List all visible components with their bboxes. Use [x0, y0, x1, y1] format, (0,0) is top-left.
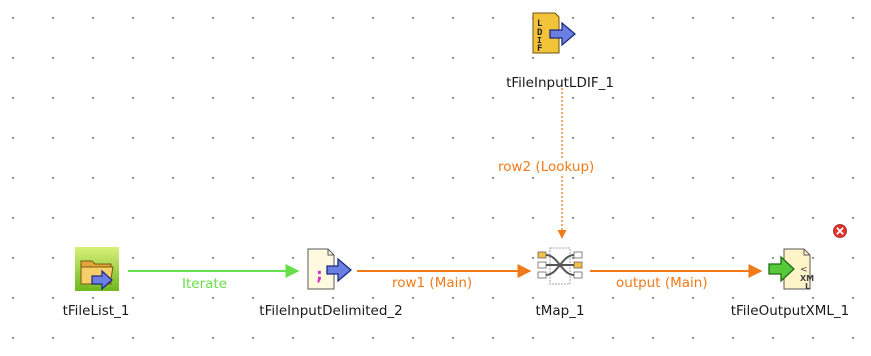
tfileoutputxml-label: tFileOutputXML_1 [730, 303, 850, 319]
tfileinputldif-label: tFileInputLDIF_1 [506, 75, 614, 91]
svg-text:D: D [537, 28, 543, 38]
tfileoutputxml-component[interactable]: < XM L [767, 246, 815, 294]
svg-text:;: ; [314, 264, 325, 285]
output-link-label[interactable]: output (Main) [616, 275, 708, 291]
file-input-ldif-icon: L D I F [532, 12, 577, 54]
map-icon [537, 247, 583, 285]
svg-text:<: < [800, 265, 808, 275]
svg-text:L: L [537, 19, 543, 29]
svg-text:L: L [805, 282, 810, 291]
error-icon[interactable] [833, 224, 847, 238]
row2-link-label[interactable]: row2 (Lookup) [498, 159, 595, 175]
file-input-delimited-icon: ; [307, 248, 353, 290]
iterate-link-label[interactable]: Iterate [182, 276, 228, 292]
svg-text:I: I [537, 36, 542, 45]
file-output-xml-icon: < XM L [768, 248, 814, 291]
svg-text:XM: XM [800, 274, 814, 283]
tmap-component[interactable] [536, 244, 584, 292]
tfileinputldif-component[interactable]: L D I F [530, 10, 578, 58]
tfileinputdelimited-label: tFileInputDelimited_2 [259, 303, 403, 319]
tfilelist-label: tFileList_1 [62, 303, 130, 319]
folder-list-icon [75, 247, 119, 291]
row1-link-label[interactable]: row1 (Main) [392, 275, 473, 291]
svg-text:F: F [537, 44, 542, 54]
tmap-label: tMap_1 [535, 303, 585, 319]
tfileinputdelimited-component[interactable]: ; [305, 246, 353, 294]
tfilelist-component[interactable] [73, 245, 121, 293]
